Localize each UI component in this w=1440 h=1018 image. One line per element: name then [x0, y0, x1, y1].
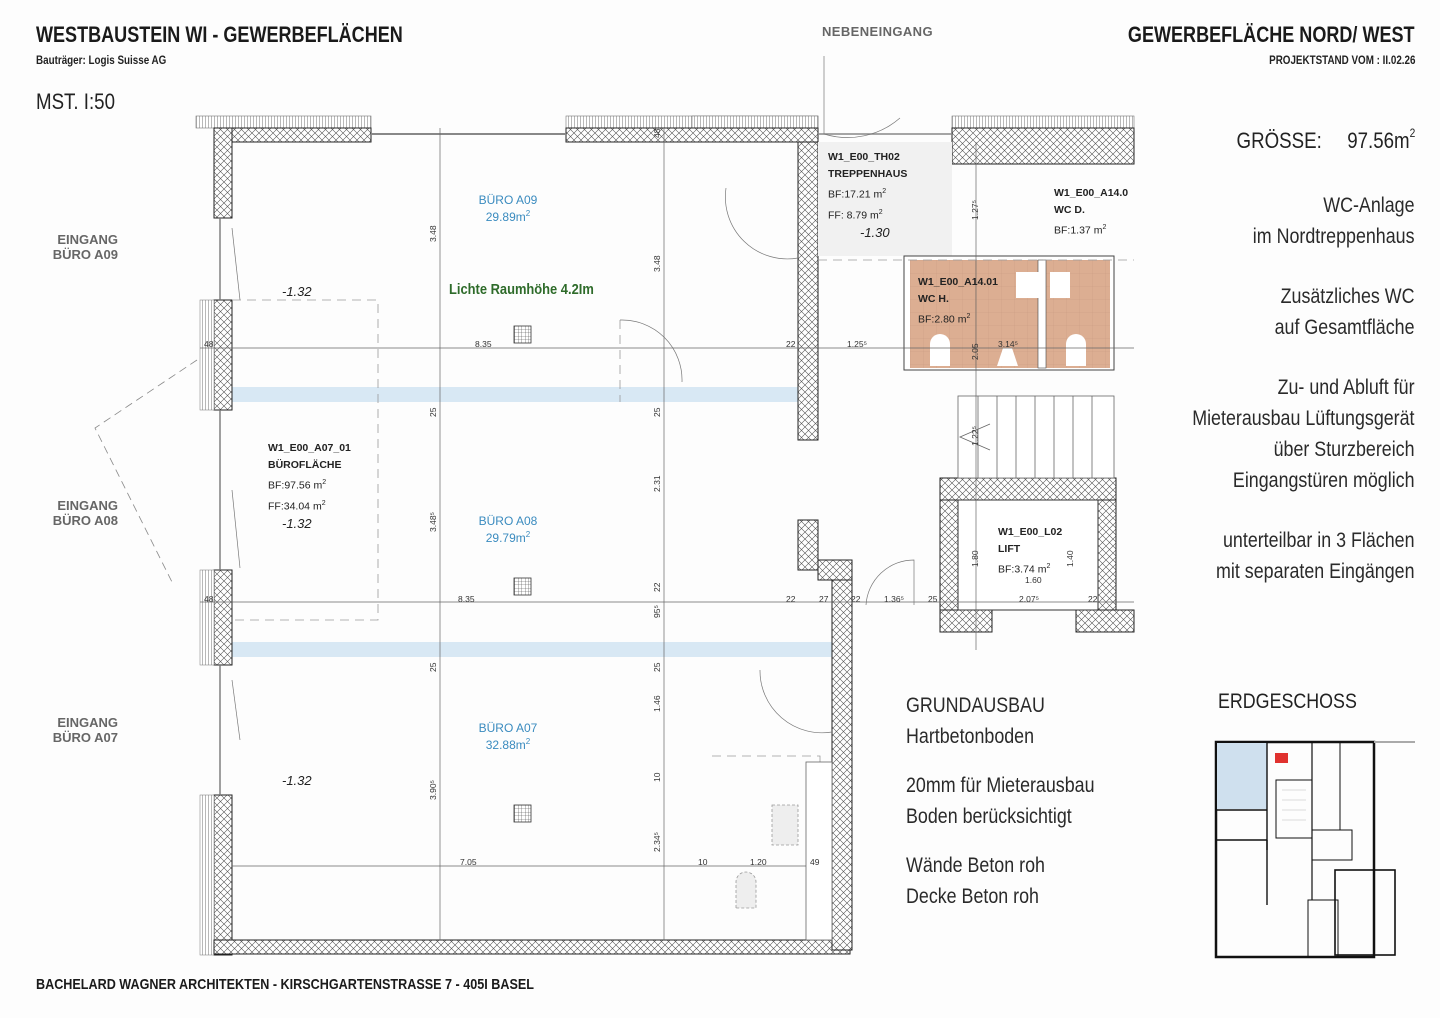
- dim-label: 3.48: [428, 225, 438, 242]
- size-value: 97.56m: [1346, 128, 1410, 153]
- dim-label: 48: [204, 339, 214, 349]
- dim-label: 22: [786, 339, 796, 349]
- grundausbau-panel: GRUNDAUSBAU Hartbetonboden 20mm für Miet…: [906, 690, 1095, 930]
- dim-label: 27: [819, 594, 829, 604]
- keyplan-title: ERDGESCHOSS: [1218, 690, 1357, 713]
- dim-label: 22: [652, 582, 662, 592]
- room-label-a07: BÜRO A07 32.88m2: [478, 721, 538, 752]
- dim-label: 1.46: [652, 695, 662, 712]
- stairhall-info-block: W1_E00_TH02 TREPPENHAUS BF:17.21 m2 FF: …: [828, 151, 908, 240]
- dim-label: 2.05: [970, 343, 980, 360]
- unit-title: GEWERBEFLÄCHE NORD/ WEST: [1128, 22, 1415, 47]
- door-swings: [619, 56, 915, 734]
- stair-flight: [957, 395, 1115, 479]
- developer-label: Bauträger: Logis Suisse AG: [36, 53, 167, 67]
- dim-label: 1.22⁵: [970, 425, 980, 446]
- drawing-title: WESTBAUSTEIN WI - GEWERBEFLÄCHEN: [36, 22, 403, 47]
- entrance-a07-label: EINGANG BÜRO A07: [52, 715, 118, 745]
- wc-block: [903, 255, 1115, 371]
- dim-label: 1.40: [1065, 550, 1075, 567]
- dim-label: 3.48⁵: [428, 511, 438, 532]
- notes-panel: WC-Anlage im Nordtreppenhaus Zusätzliche…: [1193, 190, 1415, 616]
- dim-label: 22: [851, 594, 861, 604]
- dim-label: 1.36⁵: [884, 594, 905, 604]
- stairhall-area: [818, 142, 952, 256]
- core-walls: [797, 141, 1135, 951]
- south-wall: [213, 939, 851, 955]
- dim-label: 2.34⁵: [652, 831, 662, 852]
- dim-label: 2.31: [652, 475, 662, 492]
- dim-label: 1.20: [750, 857, 767, 867]
- architect-footer: BACHELARD WAGNER ARCHITEKTEN - KIRSCHGAR…: [36, 976, 534, 993]
- dim-label: 2.07⁵: [1019, 594, 1040, 604]
- dim-label: 7.05: [460, 857, 477, 867]
- dim-label: 3.14⁵: [998, 339, 1019, 349]
- dim-label: 3.90⁵: [428, 779, 438, 800]
- dim-label: 10: [698, 857, 708, 867]
- room-label-a09: BÜRO A09 29.89m2: [478, 193, 538, 224]
- ceiling-strips: [232, 387, 832, 657]
- dim-label: 10: [652, 772, 662, 782]
- entrance-a09-label: EINGANG BÜRO A09: [52, 232, 118, 262]
- size-row: GRÖSSE:97.56m2: [1236, 126, 1415, 153]
- room-label-a08: BÜRO A08 29.79m2: [478, 514, 538, 545]
- dim-label: 95⁵: [652, 605, 662, 618]
- columns: [513, 325, 532, 823]
- grundausbau-heading: GRUNDAUSBAU: [906, 694, 1045, 717]
- office-info-block: W1_E00_A07_01 BÜROFLÄCHE BF:97.56 m2 FF:…: [268, 442, 351, 531]
- entrance-a08-label: EINGANG BÜRO A08: [52, 498, 118, 528]
- wc-h-info-block: W1_E00_A14.01 WC H. BF:2.80 m2: [918, 276, 998, 326]
- dim-label: 8.35: [458, 594, 475, 604]
- dim-label: 3.48: [652, 255, 662, 272]
- side-entrance-label: NEBENEINGANG: [822, 24, 933, 39]
- project-state: PROJEKTSTAND VOM : II.02.26: [1268, 53, 1415, 67]
- dim-label: 25: [652, 407, 662, 417]
- note-extra-wc: Zusätzliches WC auf Gesamtfläche: [1275, 285, 1415, 339]
- level-a09: -1.32: [282, 284, 312, 299]
- scale-label: MST. I:50: [36, 89, 115, 114]
- ceiling-height-note: Lichte Raumhöhe 4.2Im: [449, 281, 594, 298]
- dim-label: 1.80: [970, 550, 980, 567]
- wc-d-info-block: W1_E00_A14.0 WC D. BF:1.37 m2: [1054, 187, 1129, 237]
- dim-label: 1.60: [1025, 575, 1042, 585]
- west-wall: [94, 127, 241, 956]
- dim-label: 25: [652, 662, 662, 672]
- dim-label: 8.35: [475, 339, 492, 349]
- dim-label: 25: [428, 662, 438, 672]
- dim-label: 25: [928, 594, 938, 604]
- dim-label: 1.25⁵: [847, 339, 868, 349]
- note-wc-facility: WC-Anlage im Nordtreppenhaus: [1253, 194, 1415, 248]
- dim-label: 22: [1088, 594, 1098, 604]
- dimension-lines: [200, 128, 1134, 940]
- dim-label: 48: [204, 594, 214, 604]
- size-label: GRÖSSE:: [1236, 128, 1322, 153]
- north-wall: [195, 115, 1135, 165]
- lift-info-block: W1_E00_L02 LIFT BF:3.74 m2: [998, 526, 1063, 576]
- dim-label: 22: [786, 594, 796, 604]
- dim-label: 1.27⁵: [970, 199, 980, 220]
- dim-label: 25: [428, 407, 438, 417]
- level-a07: -1.32: [282, 773, 312, 788]
- note-ventilation: Zu- und Abluft für Mieterausbau Lüftungs…: [1192, 376, 1415, 492]
- dim-label: 48: [652, 128, 662, 138]
- dim-label: 49: [810, 857, 820, 867]
- lift-shaft: [957, 499, 1099, 611]
- keyplan-drawing: [1214, 740, 1415, 959]
- note-divisible: unterteilbar in 3 Flächen mit separaten …: [1216, 529, 1415, 583]
